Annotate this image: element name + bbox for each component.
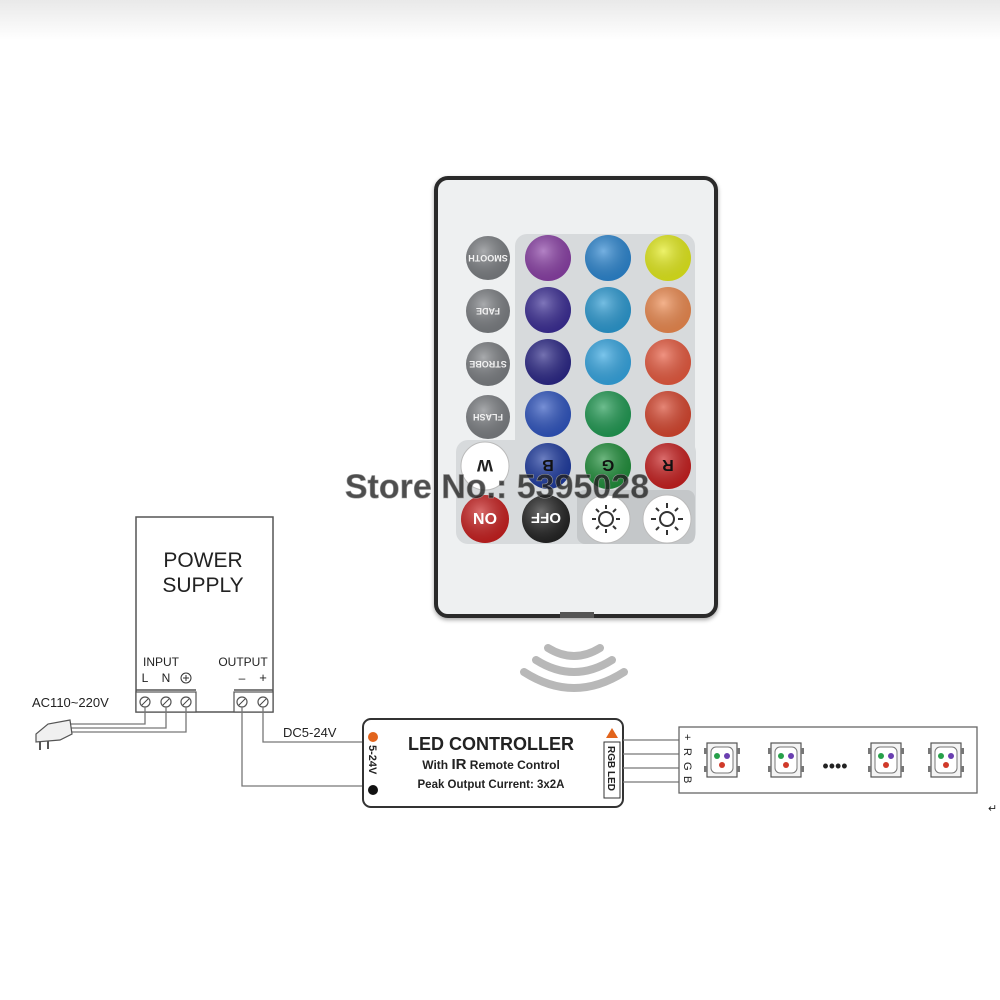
led-chip (928, 742, 964, 778)
led-chip (704, 742, 740, 778)
power-supply-title-2: SUPPLY (162, 574, 243, 597)
terminal-minus-label: – (239, 671, 246, 685)
color-button-b[interactable]: B (525, 443, 571, 489)
rgb-led-label: RGB LED (605, 746, 616, 791)
on-button[interactable]: ON (461, 495, 509, 543)
color-button[interactable] (585, 235, 631, 281)
controller-peak-current: Peak Output Current: 3x2A (418, 779, 565, 791)
controller-subtitle: With IR Remote Control (422, 756, 560, 773)
color-button-label: B (542, 456, 554, 473)
controller-voltage: 5-24V (366, 745, 378, 775)
input-label: INPUT (143, 655, 180, 669)
color-button-label: R (662, 456, 674, 473)
color-button[interactable] (645, 235, 691, 281)
plug-icon (35, 719, 73, 750)
strip-pin-label: + (681, 734, 693, 740)
mode-button-smooth[interactable]: SMOOTH (466, 236, 510, 280)
led-controller: LED CONTROLLER With IR Remote Control Pe… (362, 718, 624, 808)
watermark: Store No.: 5395028 (345, 468, 649, 506)
terminal-plus-label: + (259, 670, 267, 685)
power-supply-title-1: POWER (163, 549, 242, 572)
color-button[interactable] (645, 391, 691, 437)
white-button[interactable]: W (460, 441, 510, 491)
mode-button-label: FADE (476, 306, 500, 316)
strip-pin-labels: + RGB (681, 734, 693, 783)
strip-wiring (623, 739, 683, 783)
return-mark: ↵ (988, 803, 997, 815)
color-button[interactable] (585, 339, 631, 385)
voltage-side-label: 5-24V (366, 732, 378, 795)
color-button[interactable] (525, 235, 571, 281)
ir-signal-waves (520, 644, 628, 692)
color-button-g[interactable]: G (585, 443, 631, 489)
mode-button-strobe[interactable]: STROBE (466, 342, 510, 386)
controller-box (362, 718, 624, 808)
color-button-r[interactable]: R (645, 443, 691, 489)
ir-remote: SMOOTH FADE STROBE FLASH W B G R ON OFF (434, 176, 718, 618)
color-button[interactable] (585, 287, 631, 333)
controller-title: LED CONTROLLER (408, 734, 574, 754)
terminal-l-label: L (142, 671, 149, 685)
ac-voltage-label: AC110~220V (32, 695, 109, 710)
off-button[interactable]: OFF (522, 495, 570, 543)
mode-button-label: STROBE (469, 359, 507, 369)
color-button[interactable] (645, 339, 691, 385)
color-button[interactable] (525, 287, 571, 333)
top-shadow-band (0, 0, 1000, 40)
color-buttons (525, 235, 691, 437)
power-supply-box (135, 516, 274, 713)
ir-emitter (560, 612, 594, 618)
led-chip (768, 742, 804, 778)
off-label: OFF (531, 509, 561, 526)
mode-button-label: FLASH (473, 412, 503, 422)
dc-voltage-label: DC5-24V (283, 725, 337, 740)
ac-input-wiring (70, 707, 187, 733)
color-button[interactable] (585, 391, 631, 437)
brightness-up-button[interactable] (642, 494, 692, 544)
color-button[interactable] (645, 287, 691, 333)
white-button-label: W (476, 456, 493, 475)
strip-pin-label: B (681, 776, 693, 783)
brightness-down-button[interactable] (581, 494, 631, 544)
strip-pin-label: R (681, 748, 693, 756)
led-chip (868, 742, 904, 778)
mode-button-label: SMOOTH (468, 253, 508, 263)
brightness-down-icon (592, 505, 620, 533)
ground-icon (180, 672, 192, 684)
mode-buttons: SMOOTH FADE STROBE FLASH (466, 236, 510, 439)
mode-button-flash[interactable]: FLASH (466, 395, 510, 439)
led-strip: + RGB •••• (678, 726, 978, 794)
color-button[interactable] (525, 339, 571, 385)
terminal-n-label: N (162, 671, 171, 685)
strip-ellipsis: •••• (822, 756, 847, 776)
rgb-led-side-label: RGB LED (603, 728, 621, 799)
power-supply: POWER SUPPLY INPUT OUTPUT L N – + (135, 516, 274, 713)
color-button[interactable] (525, 391, 571, 437)
strip-pin-label: G (681, 762, 693, 771)
led-chips (704, 742, 964, 778)
color-button-label: G (602, 456, 614, 473)
on-label: ON (473, 509, 497, 526)
output-label: OUTPUT (218, 655, 268, 669)
dc-output-wiring (241, 707, 365, 787)
mode-button-fade[interactable]: FADE (466, 289, 510, 333)
brightness-up-icon (651, 503, 683, 535)
